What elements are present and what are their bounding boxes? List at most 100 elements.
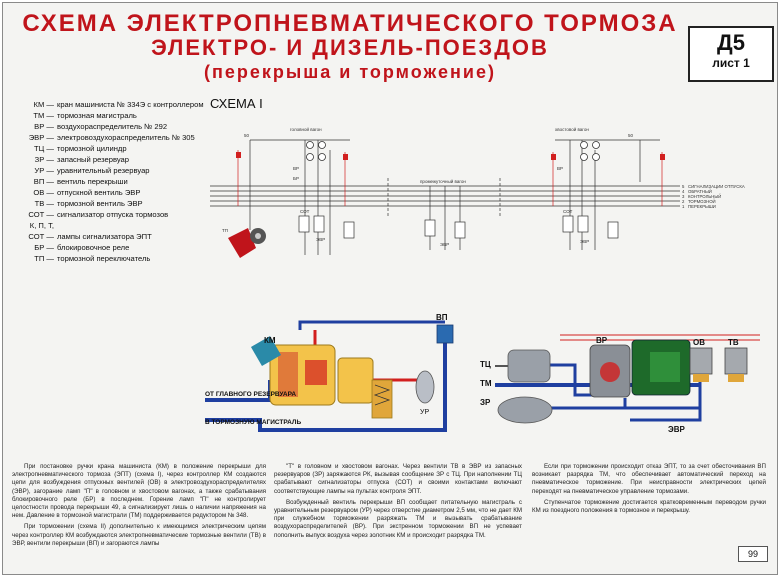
wire-labels: 5 4 3 2 1 СИГНАЛИЗАЦИИ ОТПУСКА ОБРАТНЫЙ … xyxy=(682,184,745,209)
legend-value: тормозной переключатель xyxy=(57,254,151,263)
fuse-icon xyxy=(236,152,241,158)
fuse-icon xyxy=(343,154,348,160)
evr-label: ЭВР xyxy=(668,425,685,434)
brake-pipe xyxy=(205,330,447,432)
wire-num: 1 xyxy=(682,204,685,209)
wire-num: 5 xyxy=(682,184,685,189)
title-line-3: (перекрыша и торможение) xyxy=(204,62,496,82)
fuse-icon xyxy=(551,154,556,160)
coil-icon xyxy=(577,215,589,233)
pneumatic-left xyxy=(205,320,454,432)
paragraph: Ступенчатое торможение достигается кратк… xyxy=(532,498,766,515)
legend-key: БР — xyxy=(34,243,54,252)
coil-icon xyxy=(313,215,325,233)
sot-label-tail: СОТ xyxy=(563,209,573,214)
coil-icon xyxy=(562,215,574,233)
reducer-valve xyxy=(371,379,393,419)
legend-key: ЭВР — xyxy=(28,133,54,142)
lamp-icon xyxy=(592,153,600,161)
legend-value: лампы сигнализатора ЭПТ xyxy=(57,232,152,241)
legend-row: УР —уравнительный резервуар xyxy=(20,165,205,176)
tp-label: ТП xyxy=(222,228,228,233)
wire-num: 4 xyxy=(682,189,685,194)
tv-label: ТВ xyxy=(728,338,739,347)
lamp-icon xyxy=(318,141,326,149)
text-column-3: Если при торможении происходит отказ ЭПТ… xyxy=(532,463,766,518)
ur-tank xyxy=(415,370,435,404)
legend-key: ТП — xyxy=(34,254,54,263)
tc-label: ТЦ xyxy=(480,360,491,369)
wire-num: 3 xyxy=(682,194,685,199)
legend-value: тормозной вентиль ЭВР xyxy=(57,199,143,208)
coil-icon xyxy=(298,215,310,233)
vp-pipe xyxy=(298,320,445,330)
text-column-1: При постановке ручки крана машиниста (КМ… xyxy=(12,463,266,551)
coil-icon xyxy=(607,221,619,239)
evr-label-head: ЭВР xyxy=(316,237,325,242)
lamp-icon xyxy=(580,153,588,161)
vp-valve xyxy=(436,324,454,344)
scheme-label: СХЕМА I xyxy=(210,96,263,111)
vr-label-tail: ВР xyxy=(557,166,563,171)
tail-car-label: хвостовой вагон xyxy=(555,126,589,132)
legend-row: ВП —вентиль перекрыши xyxy=(20,176,205,187)
lamp-icon xyxy=(306,153,314,161)
lamp-icon xyxy=(306,141,314,149)
legend-value: тормозная магистраль xyxy=(57,111,137,120)
wire-label: ОБРАТНЫЙ xyxy=(688,189,712,194)
legend-row: ЗР —запасный резервуар xyxy=(20,154,205,165)
fuse-icon xyxy=(660,154,665,160)
paragraph: "Т" в головном и хвостовом вагонах. Чере… xyxy=(274,463,522,495)
coil-icon xyxy=(424,219,436,237)
legend-key: КМ — xyxy=(33,100,54,109)
to-brake-pipe-label: В ТОРМОЗНУЮ МАГИСТРАЛЬ xyxy=(205,419,301,426)
controller-handle-icon xyxy=(228,228,256,258)
legend-row: ТП —тормозной переключатель xyxy=(20,253,205,264)
title-line-1: СХЕМА ЭЛЕКТРОПНЕВМАТИЧЕСКОГО ТОРМОЗА xyxy=(22,10,678,37)
lamp-icon xyxy=(318,153,326,161)
legend-key: ВР — xyxy=(34,122,54,131)
legend-value: вентиль перекрыши xyxy=(57,177,128,186)
legend-key: СОТ — xyxy=(28,210,54,219)
zr-tank xyxy=(497,396,553,424)
sheet-code: Д5 xyxy=(717,30,745,55)
ur-label: УР xyxy=(420,409,429,416)
ov-valve xyxy=(689,347,713,375)
vr-label-head: ВР xyxy=(293,166,299,171)
tv-valve xyxy=(724,347,748,375)
wire-label: ПЕРЕКРЫШИ xyxy=(688,204,716,209)
legend-key: ВП — xyxy=(33,177,54,186)
evr-label-tail: ЭВР xyxy=(580,239,589,244)
legend-key: ТЦ — xyxy=(34,144,54,153)
legend-value: блокировочное реле xyxy=(57,243,130,252)
lamp-icon xyxy=(580,141,588,149)
wire-label: ТОРМОЗНОЙ xyxy=(688,199,716,204)
wire-num: 2 xyxy=(682,199,685,204)
wire-label: КОНТРОЛЬНЫЙ xyxy=(688,194,721,199)
zr-label: ЗР xyxy=(480,398,491,407)
legend-row: БР —блокировочное реле xyxy=(20,242,205,253)
legend-value: запасный резервуар xyxy=(57,155,129,164)
legend-value: отпускной вентиль ЭВР xyxy=(57,188,141,197)
driver-valve-piston xyxy=(278,352,298,397)
wire-label: СИГНАЛИЗАЦИИ ОТПУСКА xyxy=(688,184,745,189)
coil-icon xyxy=(454,221,466,239)
volt-label-head: 50 xyxy=(244,133,250,138)
legend-key: УР — xyxy=(34,166,54,175)
legend-value: кран машиниста № 334Э с контроллером xyxy=(57,100,204,109)
pneumatic-right xyxy=(495,334,760,424)
coil-icon xyxy=(343,221,355,239)
middle-car-label: промежуточный вагон xyxy=(420,178,466,184)
legend-row: ТМ —тормозная магистраль xyxy=(20,110,205,121)
legend-row: К, П, Т, xyxy=(20,220,205,231)
legend-row: ОВ —отпускной вентиль ЭВР xyxy=(20,187,205,198)
paragraph: При торможении (схема II) дополнительно … xyxy=(12,523,266,547)
legend-key: ТМ — xyxy=(33,111,54,120)
legend-row: ТВ —тормозной вентиль ЭВР xyxy=(20,198,205,209)
legend-key: СОТ — xyxy=(28,232,54,241)
legend-key: К, П, Т, xyxy=(29,221,54,230)
paragraph: Возбужденный вентиль перекрыши ВП сообща… xyxy=(274,498,522,539)
sheet-number: лист 1 xyxy=(712,56,750,70)
text-column-2: "Т" в головном и хвостовом вагонах. Чере… xyxy=(274,463,522,543)
